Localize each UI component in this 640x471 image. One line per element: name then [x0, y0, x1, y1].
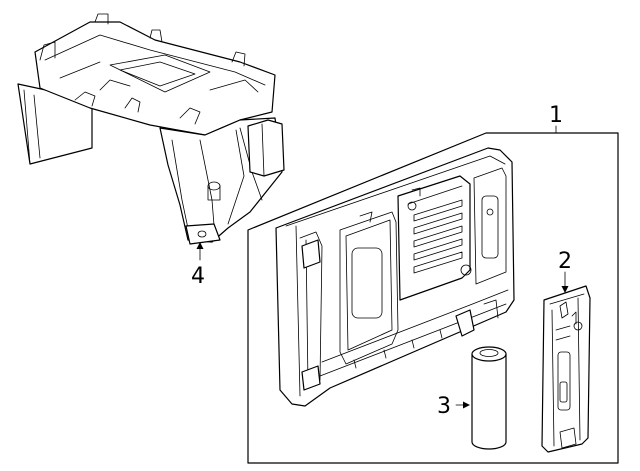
callout-2: 2 [558, 249, 572, 293]
cylinder-part [471, 346, 507, 450]
callout-3-arrowhead [463, 401, 470, 409]
callout-4-label: 4 [191, 264, 205, 289]
callout-1-label: 1 [549, 103, 563, 128]
callout-4: 4 [191, 242, 205, 289]
callout-3: 3 [437, 394, 470, 419]
callout-4-arrowhead [196, 242, 204, 249]
control-module-part [275, 147, 515, 407]
assembly-frame [247, 132, 619, 464]
mounting-bracket-part [17, 13, 285, 245]
callout-1: 1 [549, 103, 563, 134]
callout-2-label: 2 [558, 249, 572, 274]
callout-2-arrowhead [561, 286, 569, 293]
heatsink-fins [413, 199, 463, 274]
retainer-clip-part [541, 285, 591, 453]
callout-3-label: 3 [437, 394, 451, 419]
